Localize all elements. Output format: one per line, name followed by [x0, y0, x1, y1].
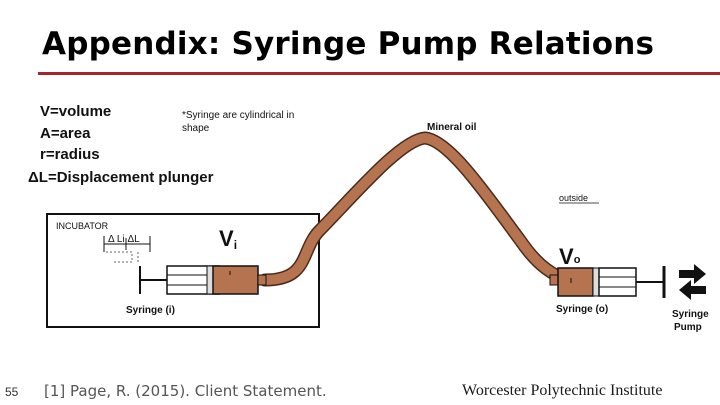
definition-displacement: ΔL=Displacement plunger — [28, 169, 214, 186]
cylindrical-note-line1: *Syringe are cylindrical in — [182, 110, 294, 121]
incubator-box — [46, 213, 320, 328]
vi-label: Vi — [219, 226, 237, 252]
pump-label-line2: Pump — [674, 322, 702, 333]
delta-li-bracket — [103, 236, 151, 252]
definition-area: A=area — [40, 125, 91, 142]
syringe-i — [139, 265, 267, 295]
institution-name: Worcester Polytechnic Institute — [462, 382, 663, 399]
definition-radius: r=radius — [40, 146, 100, 163]
syringe-o-label: Syringe (o) — [556, 304, 608, 315]
mineral-oil-label: Mineral oil — [427, 122, 477, 133]
title-underline — [38, 72, 720, 75]
slide-title: Appendix: Syringe Pump Relations — [42, 26, 655, 62]
syringe-pump-diagram: V=volume A=area r=radius ΔL=Displacement… — [28, 103, 709, 333]
page-number: 55 — [5, 385, 19, 399]
citation: [1] Page, R. (2015). Client Statement. — [44, 382, 327, 400]
syringe-i-label: Syringe (i) — [126, 305, 175, 316]
incubator-label: INCUBATOR — [56, 221, 109, 231]
syringe-o — [549, 266, 666, 298]
outside-label: outside — [559, 193, 588, 203]
mineral-oil-tube-fill — [260, 132, 567, 285]
definition-volume: V=volume — [40, 103, 111, 120]
vo-label: Vo — [559, 244, 581, 269]
cylindrical-note-line2: shape — [182, 123, 210, 134]
delta-li-label: Δ Li ΔL — [108, 234, 140, 245]
mineral-oil-tube — [258, 131, 569, 287]
ghost-plunger — [106, 251, 139, 263]
push-pull-arrows-icon — [679, 264, 706, 300]
pump-label-line1: Syringe — [672, 309, 709, 320]
